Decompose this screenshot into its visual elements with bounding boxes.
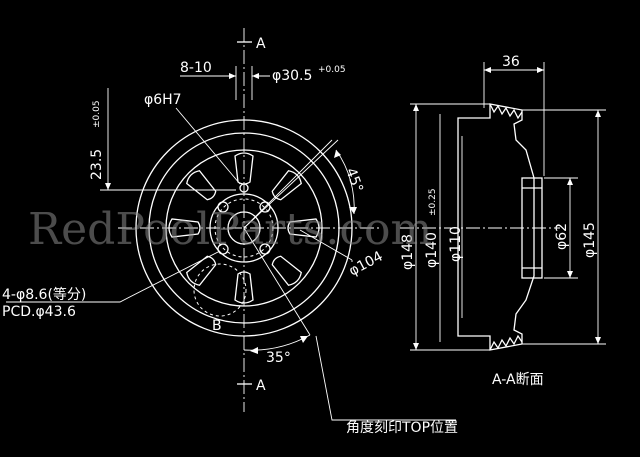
- dia-145-label: φ145: [582, 222, 598, 258]
- angle-35-label: 35°: [266, 350, 291, 366]
- diagonal-45-line-b: [243, 139, 339, 229]
- dia-140-label: φ140: [424, 232, 440, 268]
- spoke-window: [168, 218, 201, 238]
- spoke-window: [186, 255, 217, 286]
- spoke-window: [234, 271, 254, 304]
- labels: A A 8-10 φ30.5 +0.05 φ6H7 23.5 ±0.05 45°…: [2, 36, 598, 436]
- outer-rim-circle: [135, 119, 353, 337]
- spoke-window: [287, 218, 320, 238]
- bore-tol-label: +0.05: [318, 65, 346, 75]
- arrowhead: [567, 271, 573, 278]
- spoke-window: [271, 170, 302, 201]
- holes-count-label: 8-10: [180, 60, 212, 76]
- arrowhead: [567, 178, 573, 185]
- pcd-circle: [214, 198, 274, 258]
- section-view: [400, 62, 606, 351]
- pin-hole: [239, 183, 249, 193]
- bolt-hole: [217, 243, 229, 255]
- center-bore-label: φ6H7: [144, 92, 182, 108]
- arrowhead: [537, 67, 544, 73]
- detail-b-label: B: [212, 318, 222, 334]
- arrowhead: [105, 183, 111, 190]
- groove-teeth-top: [489, 103, 523, 120]
- arrowhead: [595, 110, 601, 117]
- watermark: RedPoolParts.com: [28, 204, 432, 255]
- angle-35-arc: [243, 334, 311, 351]
- hole-spec-leader: [6, 251, 219, 303]
- spoke-window: [234, 152, 254, 185]
- arrowhead: [413, 343, 419, 350]
- section-outline: [457, 103, 535, 351]
- arrowhead: [252, 73, 259, 79]
- arrowhead: [250, 347, 258, 354]
- groove-teeth-bottom: [489, 334, 523, 351]
- hole-spec-label: 4-φ8.6(等分): [2, 286, 86, 303]
- spoke-outer-circle: [165, 149, 323, 307]
- detail-b-circle: [193, 263, 247, 317]
- phi6h7-leader: [175, 107, 241, 185]
- spoke-windows: [168, 152, 320, 304]
- dia-62-label: φ62: [554, 223, 570, 250]
- arrowhead: [595, 337, 601, 344]
- section-label-top: A: [256, 36, 266, 52]
- pcd-inner-label: PCD.φ43.6: [2, 304, 76, 320]
- dia-110-label: φ110: [448, 226, 464, 262]
- front-view: [6, 28, 456, 421]
- hub-circle: [209, 193, 279, 263]
- diagonal-45-line: [243, 139, 333, 229]
- diagonal-35-line: [243, 227, 311, 336]
- bolt-hole: [217, 201, 229, 213]
- spoke-window: [186, 170, 217, 201]
- arrowhead: [484, 67, 491, 73]
- offset-tol-label: ±0.05: [92, 100, 102, 128]
- arrowhead: [300, 336, 308, 343]
- dia-140-tol-label: ±0.25: [428, 188, 438, 216]
- mark-note-leader: [315, 335, 456, 421]
- angle-45-label: 45°: [342, 166, 366, 195]
- bore-dia-label: φ30.5: [272, 68, 312, 84]
- arrowhead: [413, 104, 419, 111]
- dia-148-label: φ148: [400, 234, 416, 270]
- section-title: A-A断面: [492, 372, 544, 388]
- bolt-hole: [259, 201, 271, 213]
- rim-inner-circle: [148, 132, 340, 324]
- arrowhead: [229, 73, 236, 79]
- phi104-leader: [299, 229, 353, 261]
- center-bore-circle: [227, 211, 261, 245]
- arrowhead: [334, 150, 341, 158]
- spoke-window: [271, 255, 302, 286]
- width-36-label: 36: [502, 54, 520, 70]
- section-label-bottom: A: [256, 378, 266, 394]
- mark-note-label: 角度刻印TOP位置: [346, 420, 458, 436]
- offset-label: 23.5: [89, 149, 105, 180]
- arrowhead: [349, 207, 357, 214]
- bolt-hole: [259, 243, 271, 255]
